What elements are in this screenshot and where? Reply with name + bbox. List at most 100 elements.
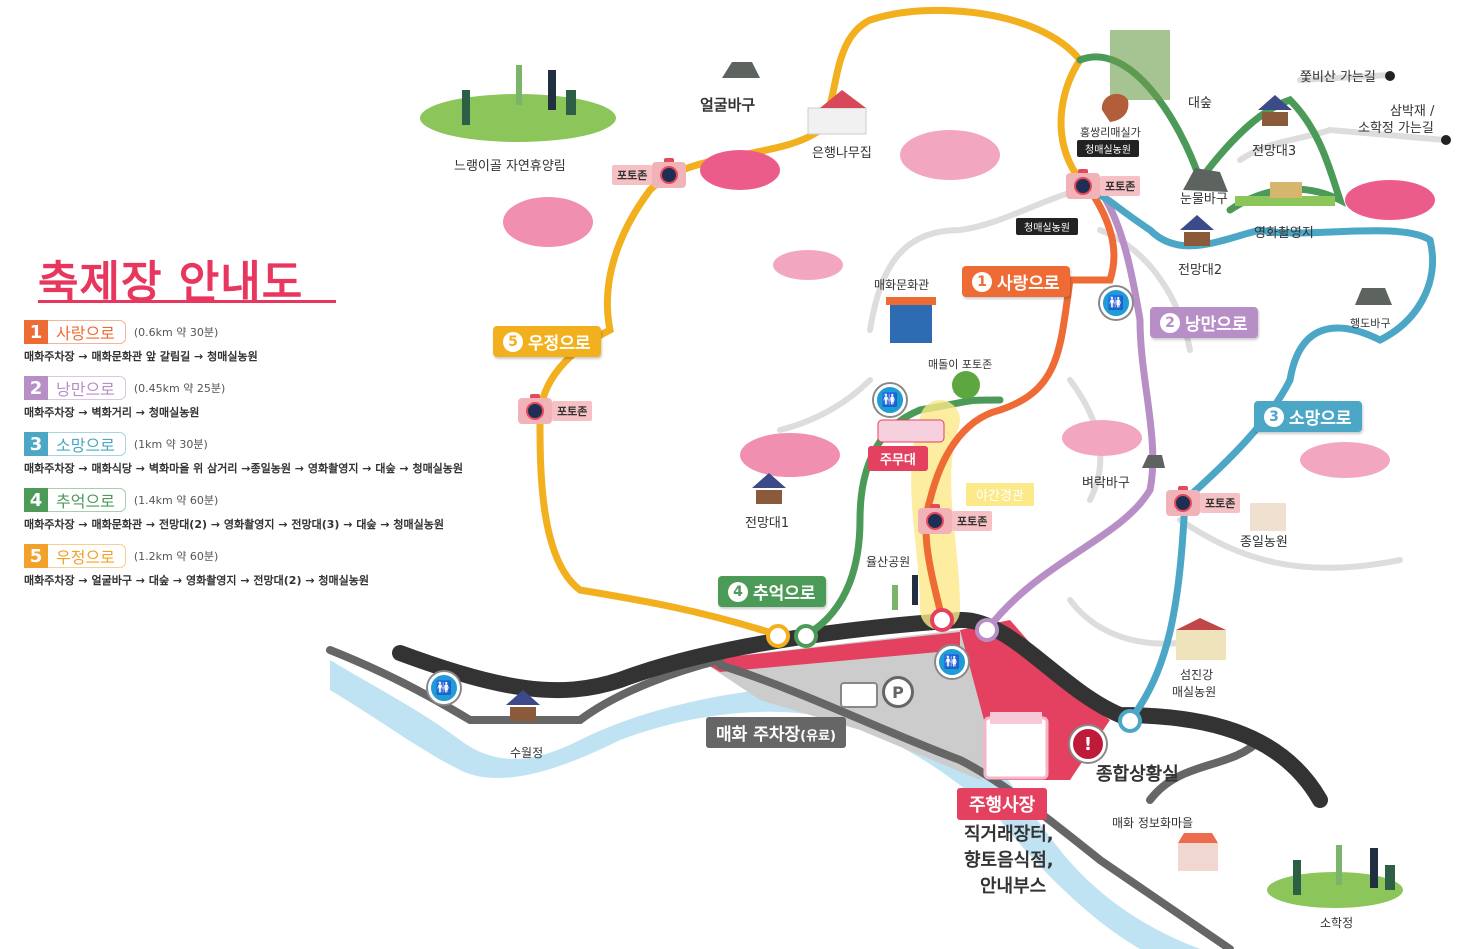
place-suwoljeong-label: 수월정	[510, 746, 544, 760]
place-jjokbisan-label: 쭟비산 가는길	[1300, 70, 1376, 85]
photo-zone-3[interactable]: 포토존	[1066, 169, 1141, 199]
place-jongil-farm-label: 종일농원	[1240, 535, 1288, 550]
stage-icon	[877, 419, 945, 443]
situation-room-label: 종합상황실	[1096, 764, 1179, 785]
camera-icon	[1066, 169, 1100, 199]
restroom-icon[interactable]: 🚻	[936, 646, 968, 678]
legend-item-route-4[interactable]: 4 추억으로 (1.4km 약 60분) 매화주차장 → 매화문화관 → 전망대…	[24, 488, 544, 532]
route-tag-3[interactable]: 3 소망으로	[1254, 401, 1362, 432]
route-distance: (1km 약 30분)	[133, 438, 208, 451]
route-tag-label: 낭만으로	[1185, 315, 1248, 335]
photo-zone-4[interactable]: 포토존	[918, 504, 993, 534]
vendor-desc-3: 안내부스	[980, 876, 1047, 897]
restroom-icon[interactable]: 🚻	[428, 672, 460, 704]
place-ginkgo-house-label: 은행나무집	[812, 146, 872, 161]
parking-name: 매화 주차장	[716, 725, 801, 745]
route-5-path	[536, 6, 1085, 639]
place-obs2-label: 전망대2	[1178, 263, 1223, 278]
camera-icon	[918, 504, 952, 534]
place-hongssangri-label: 홍쌍리매실가	[1080, 126, 1141, 139]
route-path-description: 매화주차장 → 매화문화관 앞 갈림길 → 청매실농원	[24, 350, 258, 363]
restroom-icon[interactable]: 🚻	[1100, 287, 1132, 319]
legend-item-route-1[interactable]: 1 사랑으로 (0.6km 약 30분) 매화주차장 → 매화문화관 앞 갈림길…	[24, 320, 544, 364]
legend-item-route-5[interactable]: 5 우정으로 (1.2km 약 60분) 매화주차장 → 얼굴바구 → 대숲 →…	[24, 544, 544, 588]
camera-icon	[1166, 486, 1200, 516]
pavilions	[506, 95, 1292, 721]
place-byeorak-rock-label: 벼락바구	[1082, 476, 1130, 491]
main-event-area-label[interactable]: 주행사장	[957, 788, 1048, 820]
route-distance: (1.2km 약 60분)	[133, 550, 219, 563]
legend-item-route-2[interactable]: 2 낭만으로 (0.45km 약 25분) 매화주차장 → 벽화거리 → 청매실…	[24, 376, 544, 420]
route-name: 추억으로	[48, 488, 126, 512]
route-number-icon: 1	[972, 271, 992, 292]
vendor-desc-2: 향토음식점,	[964, 850, 1054, 871]
place-forest-label: 느랭이골 자연휴양림	[454, 159, 566, 174]
route-name: 낭만으로	[48, 376, 126, 400]
forest-hill-2	[1267, 872, 1403, 908]
route-tag-label: 소망으로	[1289, 409, 1352, 429]
buildings	[807, 90, 1335, 871]
place-tear-rock-label: 눈물바구	[1180, 192, 1228, 207]
route-tag-label: 추억으로	[753, 584, 816, 604]
route-tag-label: 사랑으로	[997, 274, 1060, 294]
photo-zone-label: 포토존	[552, 401, 593, 421]
place-sohakjeong-label: 소학정	[1320, 916, 1354, 930]
place-haengdo-rock-label: 행도바구	[1350, 317, 1391, 330]
route-legend: 1 사랑으로 (0.6km 약 30분) 매화주차장 → 매화문화관 앞 갈림길…	[24, 320, 544, 600]
route-number-badge: 1	[24, 320, 48, 344]
place-yulsan-park-label: 율산공원	[866, 555, 911, 569]
rocks	[722, 62, 1392, 468]
cherry-blossom-trees	[503, 130, 1435, 478]
alert-icon[interactable]: !	[1070, 726, 1106, 762]
bamboo-forest	[1110, 30, 1170, 100]
route-number-icon: 5	[503, 331, 523, 352]
night-view-label: 야간경관	[966, 483, 1034, 506]
route-distance: (0.45km 약 25분)	[133, 382, 226, 395]
place-sambakjae-label: 삼박재 /	[1390, 104, 1435, 119]
route-tag-5[interactable]: 5 우정으로	[493, 326, 601, 357]
place-obs1-label: 전망대1	[745, 516, 790, 531]
route-number-badge: 5	[24, 544, 48, 568]
photo-zone-5[interactable]: 포토존	[1166, 486, 1241, 516]
route-name: 사랑으로	[48, 320, 126, 344]
parking-fee-note: (유료)	[800, 729, 836, 744]
route-number-badge: 3	[24, 432, 48, 456]
route-path-description: 매화주차장 → 매화식당 → 벽화마을 위 삼거리 →종일농원 → 영화촬영지 …	[24, 462, 464, 475]
parking-label[interactable]: 매화 주차장(유료)	[706, 717, 846, 748]
photo-zone-label: 포토존	[952, 511, 993, 531]
photo-zone-1[interactable]: 포토존	[612, 158, 687, 188]
route-distance: (1.4km 약 60분)	[133, 494, 219, 507]
route-number-icon: 2	[1160, 312, 1180, 333]
place-obs3-label: 전망대3	[1252, 144, 1297, 159]
camera-icon	[652, 158, 687, 188]
legend-item-route-3[interactable]: 3 소망으로 (1km 약 30분) 매화주차장 → 매화식당 → 벽화마을 위…	[24, 432, 544, 476]
place-bamboo-label: 대숲	[1188, 96, 1212, 111]
route-2-path	[983, 186, 1157, 634]
route-tag-1[interactable]: 1 사랑으로	[962, 266, 1070, 297]
place-seomjin-label-2: 매실농원	[1172, 685, 1217, 699]
car-icon	[840, 682, 878, 708]
route-tag-2[interactable]: 2 낭만으로	[1150, 307, 1258, 338]
maedori-mascot-icon	[952, 371, 980, 399]
place-culture-hall-label: 매화문화관	[874, 278, 930, 292]
place-film-site-label: 영화촬영지	[1254, 226, 1314, 241]
photo-zone-2[interactable]: 포토존	[518, 394, 593, 424]
place-seomjin-label-1: 섬진강	[1180, 668, 1214, 682]
route-number-badge: 2	[24, 376, 48, 400]
route-name: 우정으로	[48, 544, 126, 568]
photo-zone-label: 포토존	[612, 165, 653, 185]
route-tag-4[interactable]: 4 추억으로	[718, 576, 826, 607]
main-stage-label[interactable]: 주무대	[868, 446, 928, 471]
minor-roads	[777, 72, 1448, 647]
camera-icon	[518, 394, 552, 424]
route-number-icon: 3	[1264, 406, 1284, 427]
trees	[462, 65, 1395, 895]
title-underline	[38, 300, 336, 303]
restroom-icon[interactable]: 🚻	[874, 384, 906, 416]
route-path-description: 매화주차장 → 매화문화관 → 전망대(2) → 영화촬영지 → 전망대(3) …	[24, 518, 445, 531]
vendor-desc-1: 직거래장터,	[964, 824, 1054, 845]
page-title: 축제장 안내도	[38, 257, 304, 308]
parking-icon[interactable]: P	[882, 676, 914, 708]
place-maedori-photo-label: 매돌이 포토존	[928, 358, 993, 371]
route-path-description: 매화주차장 → 벽화거리 → 청매실농원	[24, 406, 200, 419]
